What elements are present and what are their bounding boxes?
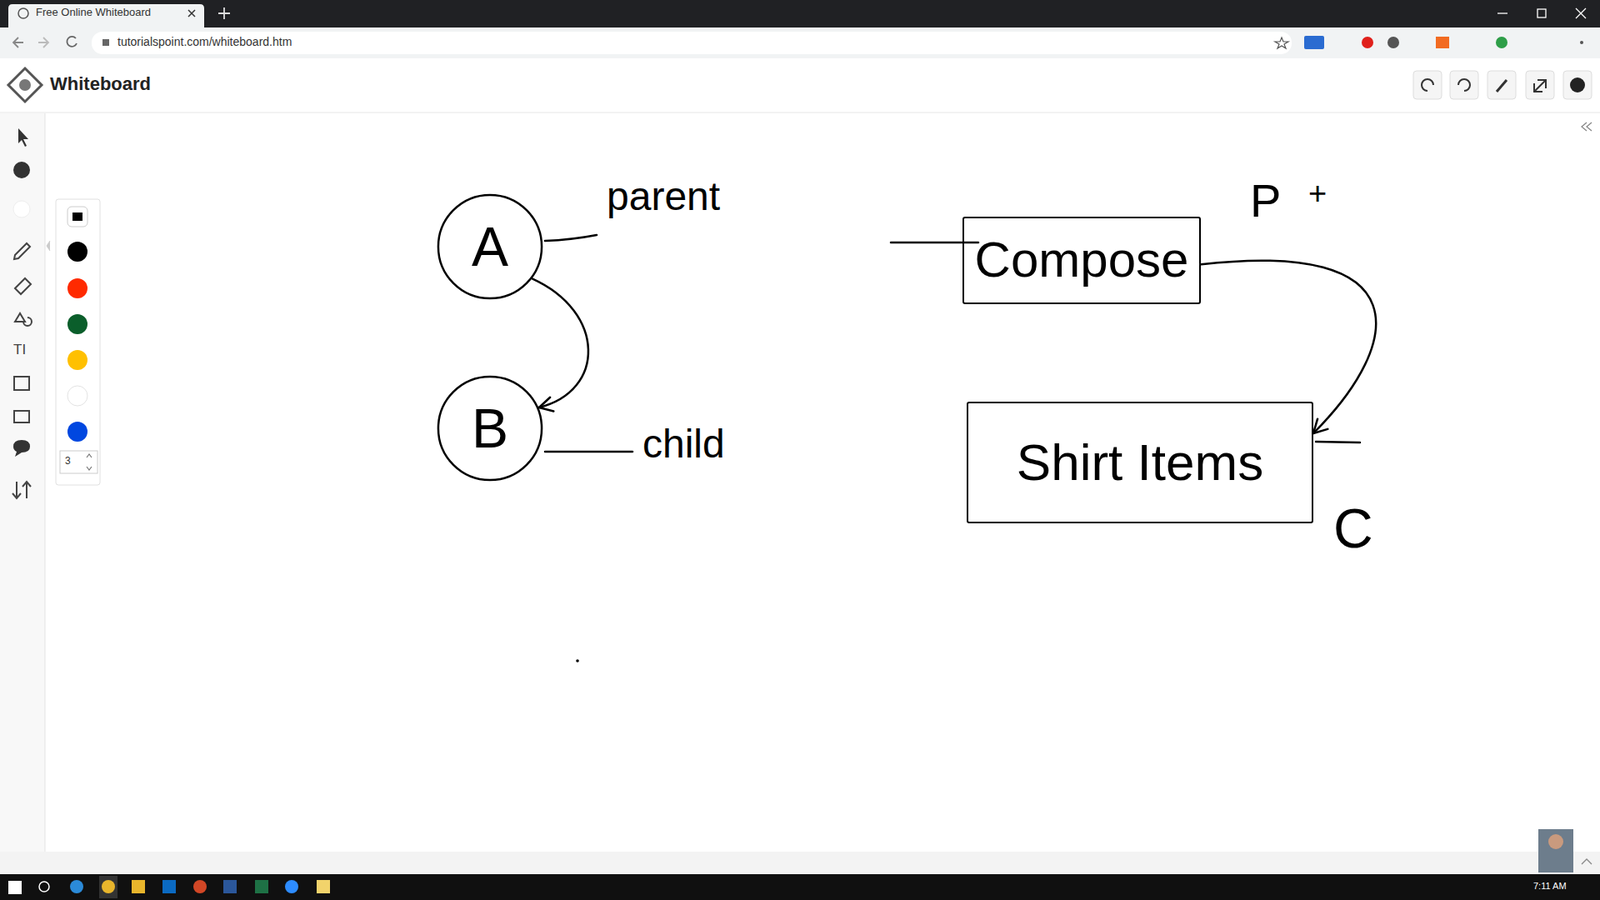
circle-stroke: [438, 376, 542, 480]
handwritten-label: P: [1250, 175, 1281, 227]
circle-stroke: [438, 195, 542, 299]
tab-icon: [18, 8, 29, 19]
node-label: A: [471, 216, 509, 278]
palette-swatch: [67, 314, 88, 335]
forward-button: [38, 37, 49, 48]
palette-swatch: [67, 278, 88, 299]
fill-tool: [13, 161, 30, 179]
leader-line: [890, 241, 979, 245]
size-spinner: [86, 454, 92, 470]
fullscreen-icon: [1534, 80, 1546, 92]
palette-swatch: [72, 212, 83, 221]
node-text-group: Shirt Items: [1016, 434, 1264, 491]
circle-node: A: [436, 193, 544, 300]
address-bar: [91, 31, 1292, 55]
node-label: Compose: [975, 232, 1190, 288]
leader-line: [545, 450, 633, 454]
header-border: [0, 112, 1600, 114]
presenter-face: [1548, 834, 1564, 850]
taskbar-icons: [8, 875, 330, 899]
handwritten-label: 3: [65, 455, 71, 467]
collapse-icon: [1581, 122, 1592, 131]
new-tab: [218, 7, 230, 20]
arrow-head: [539, 397, 554, 412]
embed-tool: [14, 410, 30, 423]
presenter-video: [1538, 829, 1574, 873]
active-tab: [8, 4, 205, 28]
connector: [532, 279, 589, 412]
shape-tool: [15, 313, 32, 326]
palette-swatch: [67, 206, 88, 227]
app-header: [0, 58, 1600, 113]
palette-swatch: [67, 421, 88, 442]
handwritten-label: parent: [606, 175, 720, 220]
toolbar-border: [45, 113, 46, 852]
connector-line: [532, 279, 589, 408]
node-text-group: Compose: [975, 232, 1190, 288]
brush-icon: [1496, 80, 1507, 92]
close-window: [1575, 8, 1586, 19]
handwritten-label: C: [1333, 498, 1374, 560]
color-palette: [55, 199, 100, 485]
minimize: [1497, 12, 1508, 14]
process-box: Compose: [962, 216, 1202, 305]
palette-swatch: [67, 350, 88, 370]
lock-icon: [102, 39, 110, 46]
address-row: [0, 27, 1600, 59]
arrow-head: [1313, 419, 1328, 434]
eraser-tool: [15, 278, 31, 295]
palette-swatch: [67, 385, 88, 406]
tab-bar: [0, 0, 1600, 28]
connector-line: [1200, 260, 1376, 434]
header-buttons: [1413, 70, 1592, 100]
leader-line: [1315, 441, 1360, 443]
process-box: Shirt Items: [966, 401, 1314, 524]
app-logo-dot: [19, 79, 31, 91]
left-toolbar: [0, 113, 45, 852]
handwritten-label: Free Online Whiteboard: [35, 6, 151, 19]
size-input: [60, 450, 98, 474]
handwritten-label: tutorialspoint.com/whiteboard.htm: [117, 35, 292, 49]
leader-line: [545, 235, 597, 241]
redo-icon: [1458, 79, 1470, 91]
app-title: Whiteboard: [50, 74, 151, 95]
star-icon: [1275, 37, 1289, 49]
reload-button: [66, 36, 77, 47]
handwritten-label: child: [642, 422, 725, 467]
stroke-tool: [13, 200, 30, 218]
image-tool: [14, 376, 30, 390]
taskbar: [0, 874, 1600, 900]
circle-node: B: [436, 375, 544, 482]
extension-icons: [1304, 35, 1584, 50]
node-label: B: [471, 398, 509, 460]
handwritten-label: +: [1308, 176, 1327, 212]
app-logo: [8, 68, 42, 102]
tab-close: [188, 10, 195, 17]
bottom-bar: [0, 851, 1600, 875]
order-tool: [12, 481, 31, 499]
connector: [1200, 260, 1376, 434]
select-tool: [18, 128, 29, 147]
stray-dot: [575, 659, 580, 663]
handwritten-label: TI: [13, 342, 26, 359]
palette-swatch: [67, 241, 88, 262]
node-text-group: B: [471, 398, 509, 460]
node-text-group: A: [471, 216, 509, 278]
palette-pointer: [46, 240, 50, 251]
expand-icon: [1581, 859, 1592, 865]
node-label: Shirt Items: [1016, 434, 1264, 491]
handwritten-label: 7:11 AM: [1533, 880, 1567, 891]
back-button: [13, 37, 24, 48]
pencil-tool: [14, 243, 30, 260]
undo-icon: [1421, 79, 1434, 91]
restore: [1537, 9, 1546, 18]
comment-tool: [13, 440, 30, 457]
help-icon: [1570, 77, 1585, 93]
